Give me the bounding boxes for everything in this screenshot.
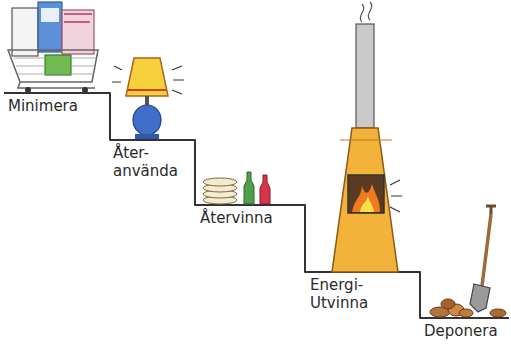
shopping-cart	[8, 2, 98, 93]
lamp	[112, 58, 184, 139]
step-label: Minimera	[8, 97, 108, 115]
step-label: Åter- använda	[113, 144, 185, 180]
plates-and-bottles	[203, 172, 270, 204]
step-label: Återvinna	[200, 209, 300, 227]
staircase-line	[4, 93, 509, 318]
incinerator	[332, 2, 402, 272]
shovel-and-rubble	[430, 206, 506, 317]
step-label: Energi- Utvinna	[310, 276, 390, 312]
step-label: Deponera	[424, 322, 506, 340]
